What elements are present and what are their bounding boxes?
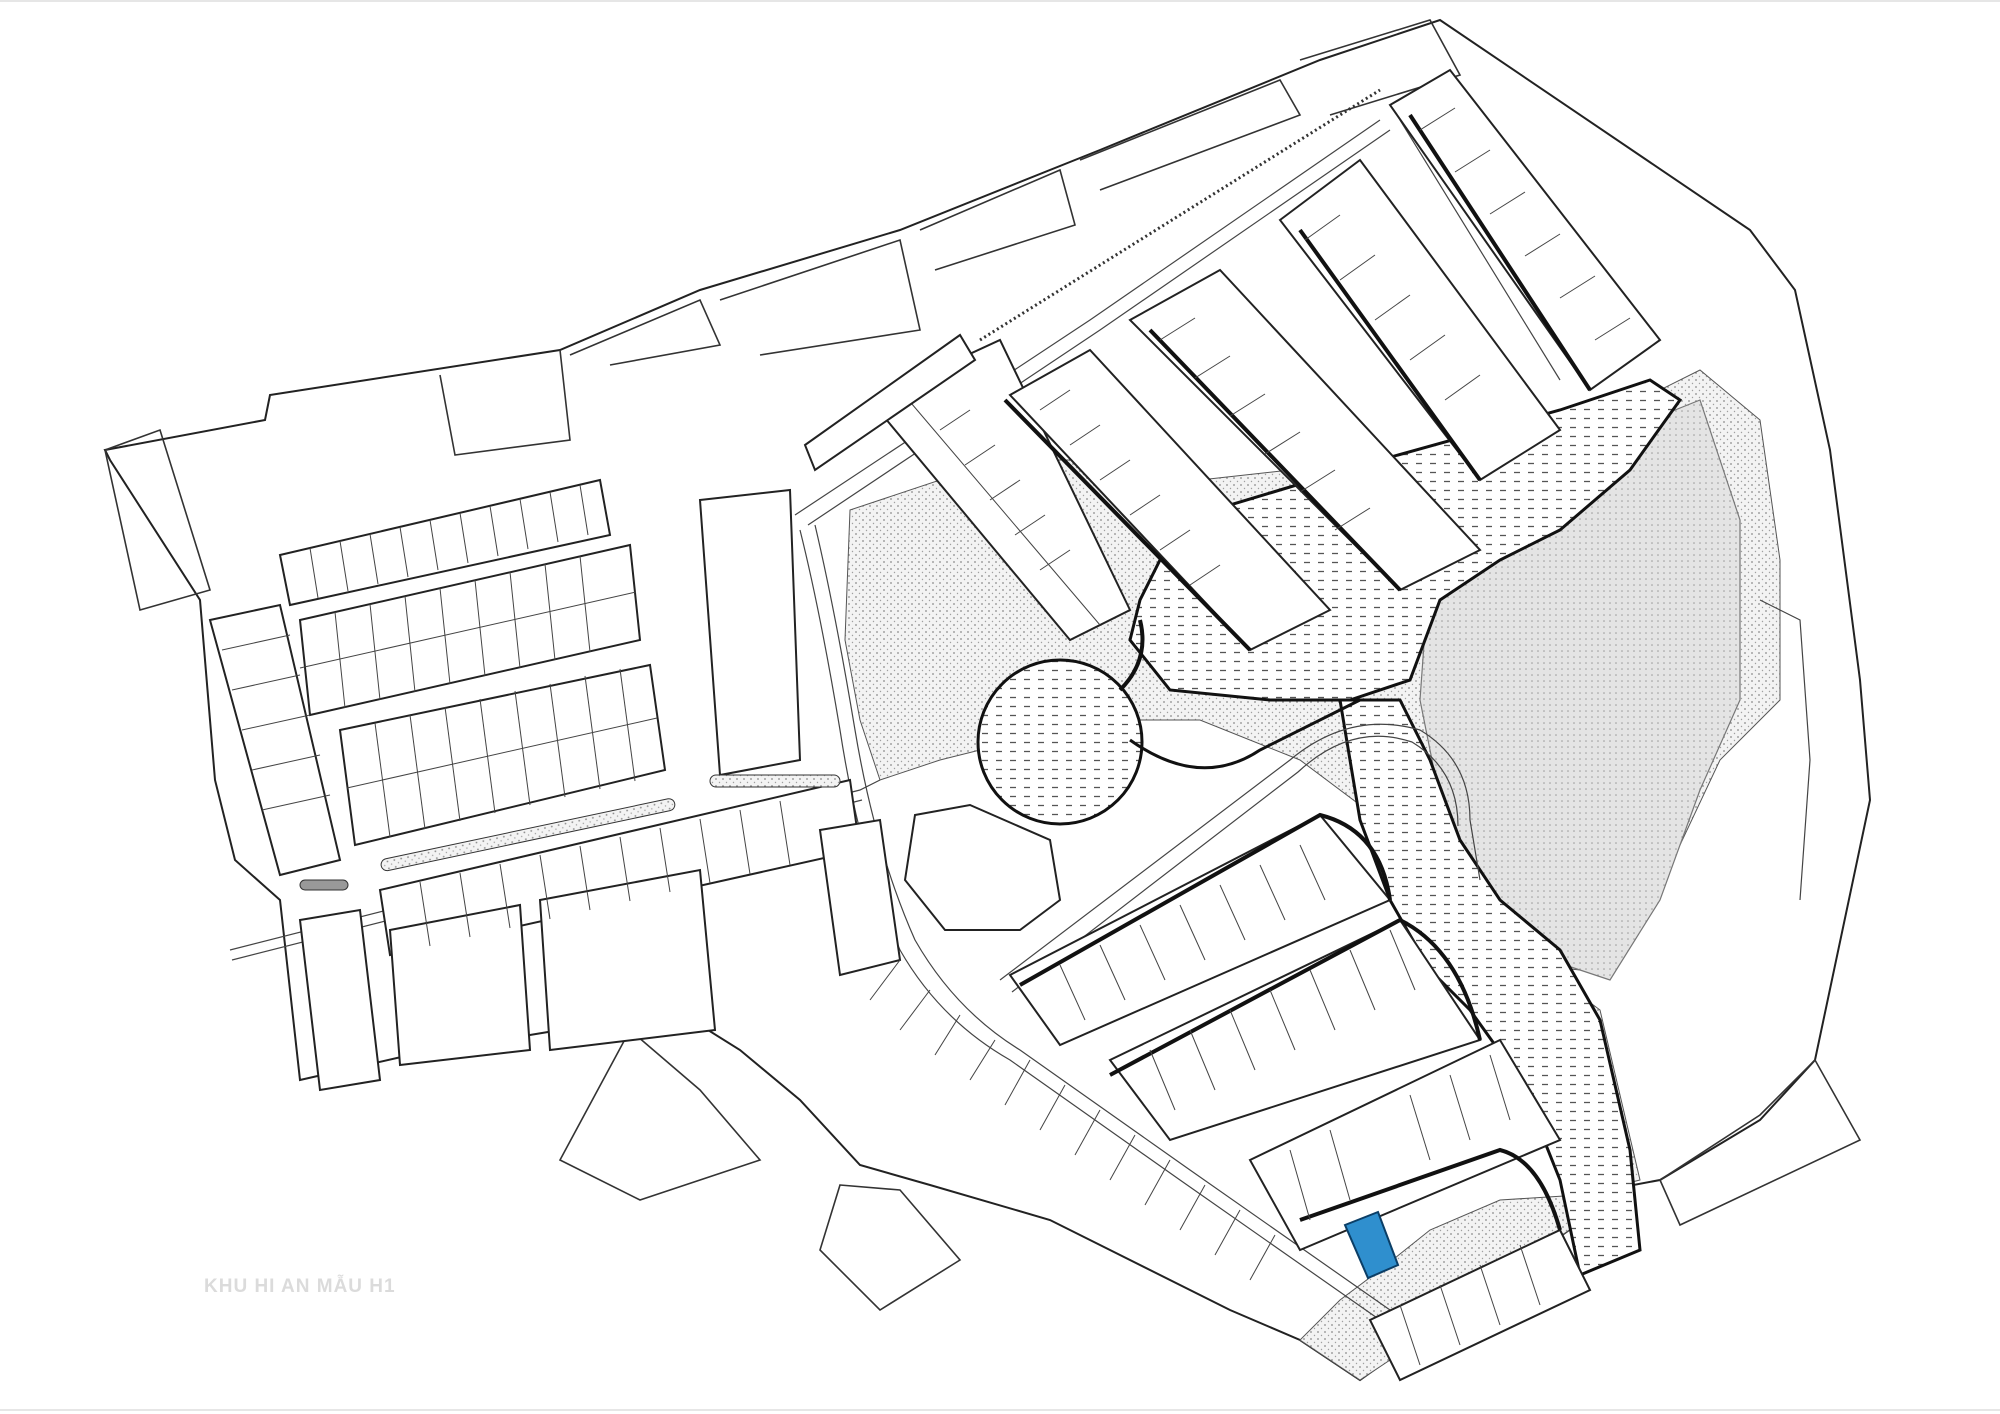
median-marker-1 <box>299 879 349 891</box>
median-marker-3 <box>380 798 676 872</box>
se-thick-3 <box>1299 1147 1562 1231</box>
north-thick-2 <box>1148 328 1402 592</box>
se-finger-3 <box>1248 1038 1562 1252</box>
north-finger-3 <box>1128 268 1482 592</box>
top-frame-line <box>0 0 2000 2</box>
pond-outlet-path <box>1129 698 1361 770</box>
west-commercial <box>698 488 802 777</box>
north-thick-4 <box>1408 113 1592 392</box>
median-marker-2 <box>709 774 841 788</box>
west-block-sw <box>298 908 382 1092</box>
highlighted-lot <box>1343 1210 1400 1280</box>
north-thick-1 <box>1003 398 1252 652</box>
west-block-s1 <box>388 903 532 1067</box>
lot-subdivisions <box>221 107 1631 1366</box>
se-finger-4 <box>1368 1228 1592 1382</box>
north-finger-2 <box>1008 348 1332 652</box>
north-cluster <box>868 68 1662 652</box>
north-thick-3 <box>1298 228 1482 482</box>
se-thick-2 <box>1109 917 1482 1077</box>
watermark-label: KHU HI AN MẪU H1 <box>204 1276 396 1297</box>
bottom-frame-line <box>0 1409 2000 1411</box>
community-plot <box>903 803 1062 931</box>
pond-inlet-path <box>1118 619 1145 692</box>
north-edge-detail <box>979 88 1381 342</box>
north-strip <box>803 333 977 472</box>
west-block-side <box>208 603 342 877</box>
north-finger-4 <box>1278 158 1562 482</box>
south-east-cluster <box>1008 812 1592 1382</box>
west-block-s2 <box>538 868 717 1052</box>
se-thick-1 <box>1019 812 1392 987</box>
north-finger-5 <box>1388 68 1662 392</box>
west-block-1 <box>278 478 612 607</box>
circular-pond <box>976 658 1144 826</box>
neighbour-parcels <box>104 19 1862 1312</box>
